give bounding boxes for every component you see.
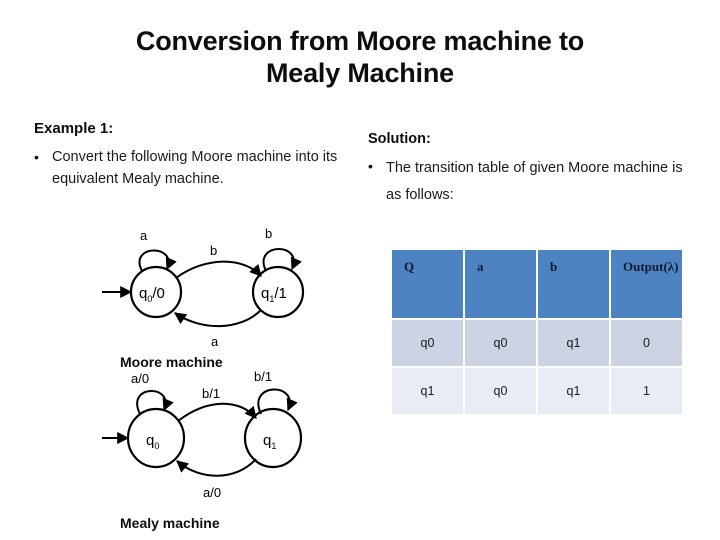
- example-block: Example 1: • Convert the following Moore…: [34, 120, 364, 190]
- state-q0-tail: /0: [152, 285, 165, 302]
- transition-q1-to-q0-arrow: [174, 309, 262, 328]
- table-header-b: b: [538, 250, 609, 318]
- title-line-2: Mealy Machine: [266, 57, 454, 88]
- transition-q1-to-q0-label: a/0: [203, 485, 221, 500]
- table-row: q0 q0 q1 0: [392, 320, 682, 366]
- self-loop-q0-label: a: [140, 228, 148, 243]
- state-q1-main: q: [261, 285, 269, 302]
- state-q1-tail: /1: [274, 285, 287, 302]
- title-line-1: Conversion from Moore machine to: [135, 26, 585, 56]
- state-q1-sub: 1: [269, 294, 274, 304]
- self-loop-q1-arrow: [257, 388, 298, 415]
- state-q0-label: q0: [146, 432, 159, 451]
- table-cell-a: q0: [465, 320, 536, 366]
- table-row: q1 q0 q1 1: [392, 368, 682, 414]
- bullet-marker-icon: •: [34, 149, 39, 165]
- self-loop-q0-arrow: [136, 390, 174, 415]
- solution-bullet-item: • The transition table of given Moore ma…: [368, 155, 688, 209]
- self-loop-q1-label: b: [265, 226, 272, 241]
- state-q0-label: q0/0: [139, 285, 165, 304]
- transition-table: Q a b Output(λ) q0 q0 q1 0 q1 q0 q1 1: [390, 248, 684, 416]
- state-q1-main: q: [263, 432, 271, 449]
- state-q1-circle: [243, 407, 303, 469]
- state-q0-sub: 0: [147, 294, 152, 304]
- example-heading: Example 1:: [34, 120, 114, 137]
- mealy-machine-caption: Mealy machine: [120, 515, 220, 531]
- state-q0-circle: [129, 265, 183, 319]
- table-cell-state: q0: [392, 320, 463, 366]
- table-cell-state: q1: [392, 368, 463, 414]
- state-q1-circle: [251, 265, 305, 319]
- table-cell-b: q1: [538, 320, 609, 366]
- solution-bullet-text: The transition table of given Moore mach…: [386, 160, 683, 203]
- transition-q0-to-q1-label: b/1: [202, 386, 220, 401]
- table-header-a: a: [465, 250, 536, 318]
- self-loop-q0-arrow: [138, 249, 177, 272]
- self-loop-q0-label: a/0: [131, 371, 149, 386]
- state-q0-circle: [126, 407, 186, 469]
- self-loop-q1-arrow: [262, 248, 302, 272]
- moore-machine-caption: Moore machine: [120, 354, 223, 370]
- state-q1-label: q1/1: [261, 285, 287, 304]
- self-loop-q1-label: b/1: [254, 369, 272, 384]
- table-header-row: Q a b Output(λ): [392, 250, 682, 318]
- state-q1-label: q1: [263, 432, 276, 451]
- solution-block: Solution: • The transition table of give…: [368, 131, 688, 209]
- state-q0-main: q: [139, 285, 147, 302]
- transition-q1-to-q0-arrow: [176, 458, 257, 477]
- transition-q1-to-q0-label: a: [211, 334, 219, 349]
- table-header-q: Q: [392, 250, 463, 318]
- table-cell-output: 0: [611, 320, 682, 366]
- state-q0-main: q: [146, 432, 154, 449]
- table-header-output: Output(λ): [611, 250, 682, 318]
- transition-q0-to-q1-arrow: [175, 260, 262, 279]
- state-q1-sub: 1: [271, 441, 276, 451]
- mealy-machine-diagram: q0 q1 a/0 b/1 b/1 a/0: [102, 369, 303, 500]
- state-q0-sub: 0: [154, 441, 159, 451]
- example-bullet-text: Convert the following Moore machine into…: [52, 149, 338, 187]
- transition-q0-to-q1-arrow: [177, 402, 257, 422]
- page-title: Conversion from Moore machine to Mealy M…: [40, 26, 680, 90]
- moore-machine-diagram: q0/0 q1/1 a b b a: [102, 226, 305, 349]
- table-cell-b: q1: [538, 368, 609, 414]
- table-cell-output: 1: [611, 368, 682, 414]
- transition-q0-to-q1-label: b: [210, 243, 217, 258]
- solution-heading: Solution:: [368, 131, 431, 147]
- table-cell-a: q0: [465, 368, 536, 414]
- example-bullet-item: • Convert the following Moore machine in…: [34, 146, 364, 190]
- bullet-marker-icon: •: [368, 158, 373, 174]
